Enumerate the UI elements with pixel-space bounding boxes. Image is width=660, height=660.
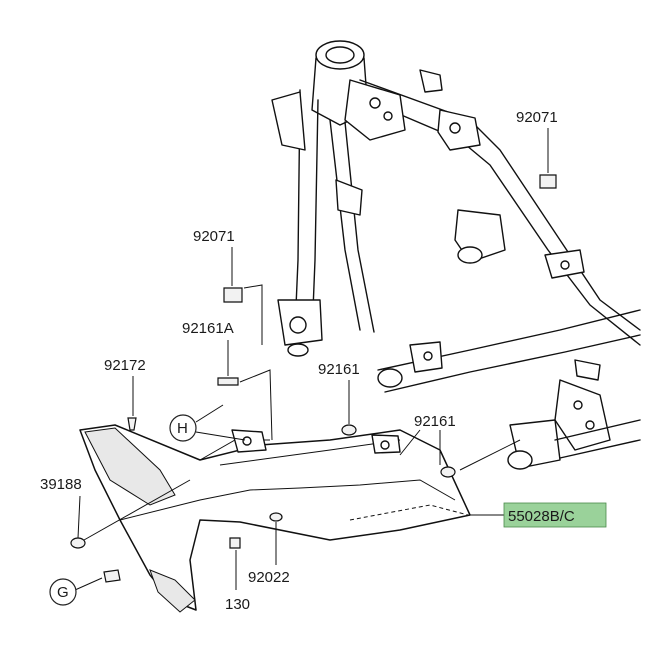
label-92071-top: 92071: [516, 109, 558, 126]
label-92161-mid: 92161: [318, 361, 360, 378]
callout-g-letter: G: [57, 584, 69, 601]
frame-assembly: [271, 40, 641, 470]
callout-h-circle: [169, 414, 197, 442]
label-92071-left: 92071: [193, 228, 235, 245]
highlight-55028: [503, 502, 607, 528]
label-92161a: 92161A: [182, 320, 234, 337]
label-92161-right: 92161: [414, 413, 456, 430]
callout-h-letter: H: [177, 420, 188, 437]
small-parts: [70, 174, 557, 583]
label-92172: 92172: [104, 357, 146, 374]
label-55028bc: 55028B/C: [508, 508, 575, 525]
label-92022: 92022: [248, 569, 290, 586]
leader-lines: [74, 128, 549, 591]
callout-g-circle: [49, 578, 77, 606]
label-39188: 39188: [40, 476, 82, 493]
label-130: 130: [225, 596, 250, 613]
part-labels: 92071 92071 92161A 92172 92161 92161 391…: [40, 109, 607, 613]
reference-callouts: H G: [49, 414, 197, 606]
